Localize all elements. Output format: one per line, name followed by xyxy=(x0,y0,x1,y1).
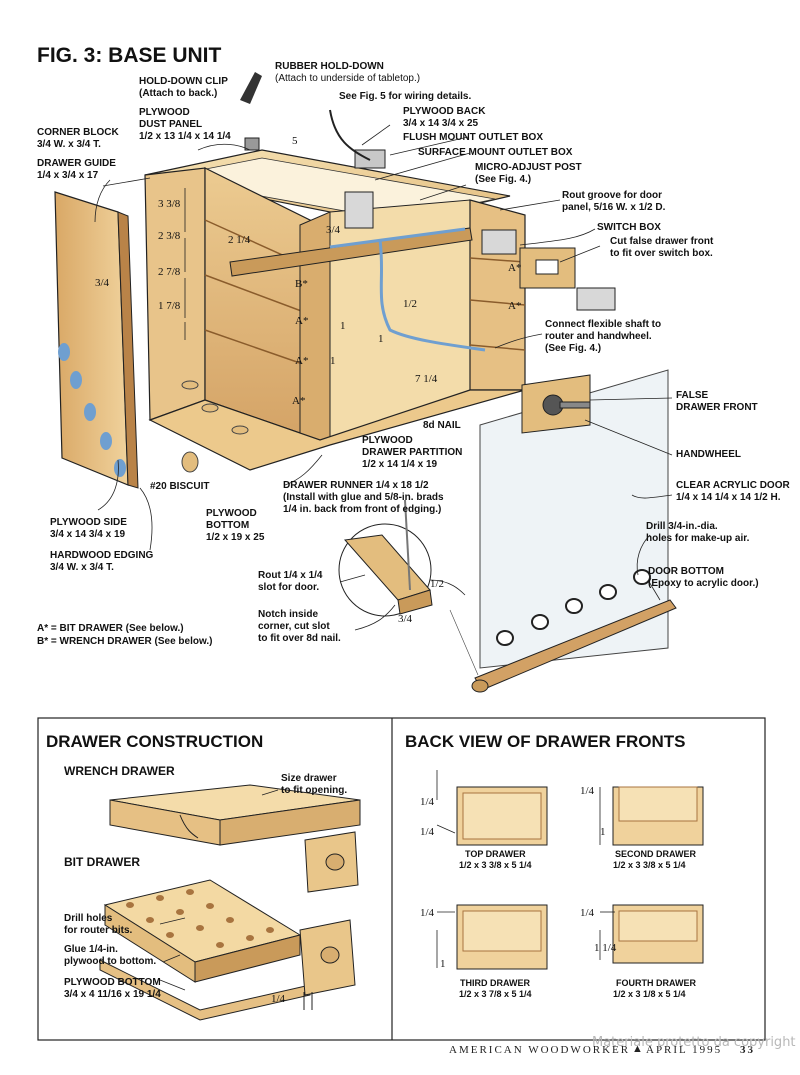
dim-a-star-2: A* xyxy=(295,355,309,367)
wiring-and-boxes xyxy=(240,72,616,352)
dim-5: 5 xyxy=(292,135,298,147)
fourth-drawer-dim-a: 1/4 xyxy=(580,907,595,919)
dim-1-b: 1 xyxy=(330,355,336,367)
leader-lines xyxy=(94,124,673,631)
dim-a-star-3: A* xyxy=(292,395,306,407)
glue-plywood-note: Glue 1/4-in.plywood to bottom. xyxy=(64,944,157,967)
bit-drawer-dim-1-4: 1/4 xyxy=(271,993,286,1005)
label-biscuit: #20 BISCUIT xyxy=(150,481,210,492)
third-drawer-dim-b: 1 xyxy=(440,958,446,970)
label-wiring-note: See Fig. 5 for wiring details. xyxy=(339,91,472,102)
label-drill-holes: Drill 3/4-in.-dia.holes for make-up air. xyxy=(646,521,750,544)
bit-drawer-drawing xyxy=(99,879,356,1021)
bit-drawer-title: BIT DRAWER xyxy=(64,855,140,869)
dim-3-4-top: 3/4 xyxy=(326,224,341,236)
second-drawer-size: 1/2 x 3 3/8 x 5 1/4 xyxy=(613,860,686,870)
dim-1-c: 1 xyxy=(378,333,384,345)
label-handwheel: HANDWHEEL xyxy=(676,449,741,460)
top-drawer-dim-b: 1/4 xyxy=(420,826,435,838)
label-surface-box: SURFACE MOUNT OUTLET BOX xyxy=(418,147,573,158)
label-flush-box: FLUSH MOUNT OUTLET BOX xyxy=(403,132,543,143)
fourth-drawer-dim-b: 1 1/4 xyxy=(594,942,617,954)
key-bit-drawer: A* = BIT DRAWER (See below.) xyxy=(37,623,184,634)
label-micro-adjust: MICRO-ADJUST POST(See Fig. 4.) xyxy=(475,162,582,185)
wrench-drawer-drawing xyxy=(109,784,361,893)
acrylic-door xyxy=(471,369,677,693)
false-front-handwheel xyxy=(521,374,591,434)
dim-a-star-4: A* xyxy=(508,262,522,274)
third-drawer-size: 1/2 x 3 7/8 x 5 1/4 xyxy=(459,989,532,999)
top-drawer-size: 1/2 x 3 3/8 x 5 1/4 xyxy=(459,860,532,870)
plywood-side-panel xyxy=(54,191,139,489)
key-wrench-drawer: B* = WRENCH DRAWER (See below.) xyxy=(37,636,213,647)
bottom-section-frame xyxy=(37,717,766,1041)
dim-7-1-4: 7 1/4 xyxy=(415,373,438,385)
footer-page: 33 xyxy=(740,1044,755,1056)
second-drawer-dim-a: 1/4 xyxy=(580,785,595,797)
footer-magazine: AMERICAN WOODWORKER xyxy=(449,1044,631,1056)
footer-separator-icon: ▲ xyxy=(632,1043,645,1055)
top-drawer-name: TOP DRAWER xyxy=(465,849,526,859)
dim-slot-1-2: 1/2 xyxy=(430,578,445,590)
top-drawer-dim-a: 1/4 xyxy=(420,796,435,808)
label-rubber-holddown: RUBBER HOLD-DOWN(Attach to underside of … xyxy=(275,61,421,84)
dim-slot-3-4: 3/4 xyxy=(398,613,413,625)
footer-issue: APRIL 1995 xyxy=(646,1044,723,1056)
copyright-watermark: Materiale protetto da copyright xyxy=(592,1035,796,1050)
fourth-drawer-size: 1/2 x 3 1/8 x 5 1/4 xyxy=(613,989,686,999)
label-switch-box: SWITCH BOX xyxy=(597,222,661,233)
dim-1-a: 1 xyxy=(340,320,346,332)
back-view-drawer-drawings xyxy=(436,770,704,970)
dim-2-3-8: 2 3/8 xyxy=(158,230,181,242)
dim-3-4-side: 3/4 xyxy=(95,277,110,289)
drawer-construction-title: DRAWER CONSTRUCTION xyxy=(46,732,264,751)
dim-b-star: B* xyxy=(295,278,308,290)
dim-2-1-4: 2 1/4 xyxy=(228,234,251,246)
biscuit-shape xyxy=(181,451,199,473)
third-drawer-dim-a: 1/4 xyxy=(420,907,435,919)
label-8d-nail: 8d NAIL xyxy=(423,420,461,431)
second-drawer-name: SECOND DRAWER xyxy=(615,849,697,859)
dim-1-7-8: 1 7/8 xyxy=(158,300,181,312)
edging-detail xyxy=(338,499,479,676)
second-drawer-dim-b: 1 xyxy=(600,826,606,838)
figure-title: FIG. 3: BASE UNIT xyxy=(37,44,222,67)
back-view-title: BACK VIEW OF DRAWER FRONTS xyxy=(405,732,686,751)
dim-3-3-8: 3 3/8 xyxy=(158,198,181,210)
fourth-drawer-name: FOURTH DRAWER xyxy=(616,978,696,988)
wrench-drawer-title: WRENCH DRAWER xyxy=(64,764,175,778)
dim-a-star-1: A* xyxy=(295,315,309,327)
cabinet-body xyxy=(144,149,526,471)
label-holddown-clip: HOLD-DOWN CLIP(Attach to back.) xyxy=(139,76,228,99)
label-door-bottom: DOOR BOTTOM(Epoxy to acrylic door.) xyxy=(648,566,759,589)
label-runner: DRAWER RUNNER 1/4 x 18 1/2(Install with … xyxy=(283,480,444,515)
dim-1-2: 1/2 xyxy=(403,298,418,310)
third-drawer-name: THIRD DRAWER xyxy=(460,978,530,988)
dim-a-star-5: A* xyxy=(508,300,522,312)
dim-2-7-8: 2 7/8 xyxy=(158,266,181,278)
